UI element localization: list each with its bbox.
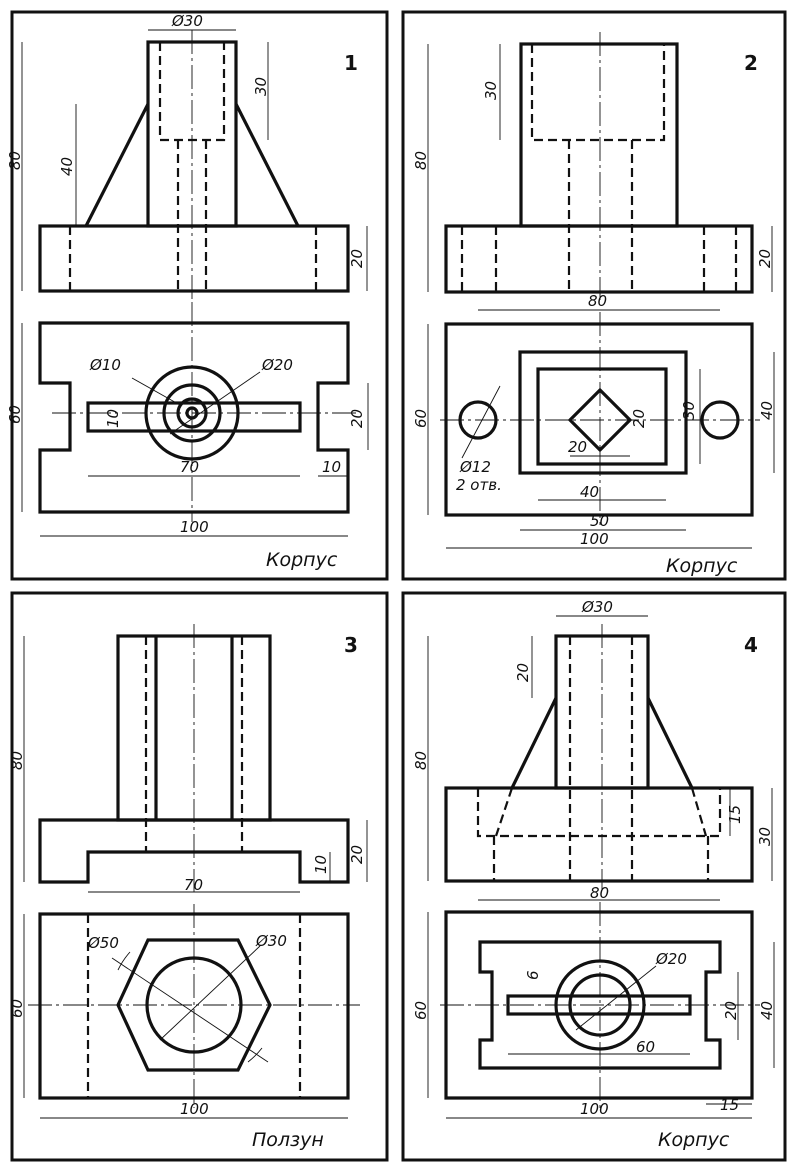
- p2-dim-h20: 20: [756, 249, 774, 268]
- dim-slot20: 20: [348, 409, 366, 428]
- dim-slot10: 10: [104, 409, 122, 428]
- panel-2: 2 80 30: [401, 10, 787, 581]
- p2-dim-w60: 60: [412, 409, 430, 428]
- panel-2-dimensions: 80 30 20 80 60 Ø12 2 отв. 20 20 30 40 40…: [412, 44, 776, 549]
- p4-dim-d20: Ø20: [655, 950, 687, 968]
- panel-3: 3 80 20 10: [8, 591, 389, 1162]
- panel-1-front-view: [38, 30, 350, 300]
- panel-4-top-view: [440, 902, 760, 1108]
- p2-dim-w100: 100: [580, 530, 609, 548]
- dim-h80: 80: [6, 151, 24, 170]
- panel-2-top-view: [440, 312, 760, 525]
- dim-d30: Ø30: [171, 12, 203, 30]
- panel-4-title: Корпус: [658, 1129, 730, 1151]
- p2-dim-h30: 30: [482, 81, 500, 100]
- dim-h30: 30: [252, 77, 270, 96]
- dim-h40: 40: [58, 157, 76, 176]
- p4-dim-h20: 20: [514, 663, 532, 682]
- p3-dim-h10: 10: [312, 855, 330, 874]
- p2-dim-h80: 80: [412, 151, 430, 170]
- panel-1-title: Корпус: [266, 549, 338, 571]
- p3-dim-d50: Ø50: [87, 934, 119, 952]
- p2-dim-sq20h: 20: [568, 438, 587, 456]
- p2-dim-w80: 80: [588, 292, 607, 310]
- p3-dim-d30: Ø30: [255, 932, 287, 950]
- panel-4-dimensions: Ø30 20 80 15 30 80 Ø20 6 60 20 40 60 100: [412, 598, 776, 1119]
- dim-d20: Ø20: [261, 356, 293, 374]
- panel-1-dimensions: Ø30 80 30 40 20 Ø10 Ø20 60 10 20 70 10 1…: [6, 12, 369, 537]
- panel-4-frame: [401, 591, 787, 1162]
- panel-2-number: 2: [744, 51, 758, 75]
- p3-dim-w100: 100: [180, 1100, 209, 1118]
- panel-3-frame: [10, 591, 389, 1162]
- dim-h20: 20: [348, 249, 366, 268]
- panel-3-top-view: [28, 904, 360, 1108]
- dim-w60: 60: [6, 405, 24, 424]
- panel-1: 1 Ø30: [6, 10, 389, 581]
- panel-4-front-view: [444, 624, 754, 890]
- panel-1-top-view: [38, 302, 360, 522]
- p4-dim-h40: 40: [758, 1001, 776, 1020]
- p2-dim-w50: 50: [590, 512, 609, 530]
- p2-dim-w40: 40: [580, 483, 599, 501]
- p2-dim-h30b: 30: [680, 401, 698, 420]
- p4-dim-h80: 80: [412, 751, 430, 770]
- panel-2-front-view: [444, 32, 754, 300]
- p4-dim-h30: 30: [756, 827, 774, 846]
- p3-dim-w70: 70: [184, 876, 203, 894]
- p3-dim-h20: 20: [348, 845, 366, 864]
- panel-3-front-view: [38, 624, 350, 892]
- p3-dim-w60: 60: [8, 999, 26, 1018]
- p4-dim-w100: 100: [580, 1100, 609, 1118]
- p4-dim-h15: 15: [726, 805, 744, 824]
- p3-dim-h80: 80: [8, 751, 26, 770]
- panel-3-number: 3: [344, 633, 358, 657]
- panel-3-dimensions: 80 20 10 70 Ø50 Ø30 60 100: [8, 636, 368, 1119]
- p4-dim-h20b: 20: [722, 1001, 740, 1020]
- dim-w10: 10: [322, 458, 341, 476]
- p4-dim-w15: 15: [720, 1096, 739, 1114]
- panel-2-title: Корпус: [666, 555, 738, 577]
- dim-w100: 100: [180, 518, 209, 536]
- p2-dim-holes: 2 отв.: [456, 476, 502, 494]
- p4-dim-w60b: 60: [412, 1001, 430, 1020]
- p4-dim-d30: Ø30: [581, 598, 613, 616]
- panel-4-number: 4: [744, 633, 758, 657]
- panel-1-frame: [10, 10, 389, 581]
- panel-1-number: 1: [344, 51, 358, 75]
- p4-dim-w60: 60: [636, 1038, 655, 1056]
- p2-dim-d12: Ø12: [459, 458, 491, 476]
- dim-d10: Ø10: [89, 356, 121, 374]
- p4-dim-w80: 80: [590, 884, 609, 902]
- p2-dim-sq20v: 20: [630, 409, 648, 428]
- panel-2-frame: [401, 10, 787, 581]
- p4-dim-w6: 6: [524, 970, 542, 980]
- panel-4: 4 Ø30 20: [401, 591, 787, 1162]
- panel-3-title: Ползун: [252, 1129, 324, 1151]
- p2-dim-h40: 40: [758, 401, 776, 420]
- dim-w70: 70: [180, 458, 199, 476]
